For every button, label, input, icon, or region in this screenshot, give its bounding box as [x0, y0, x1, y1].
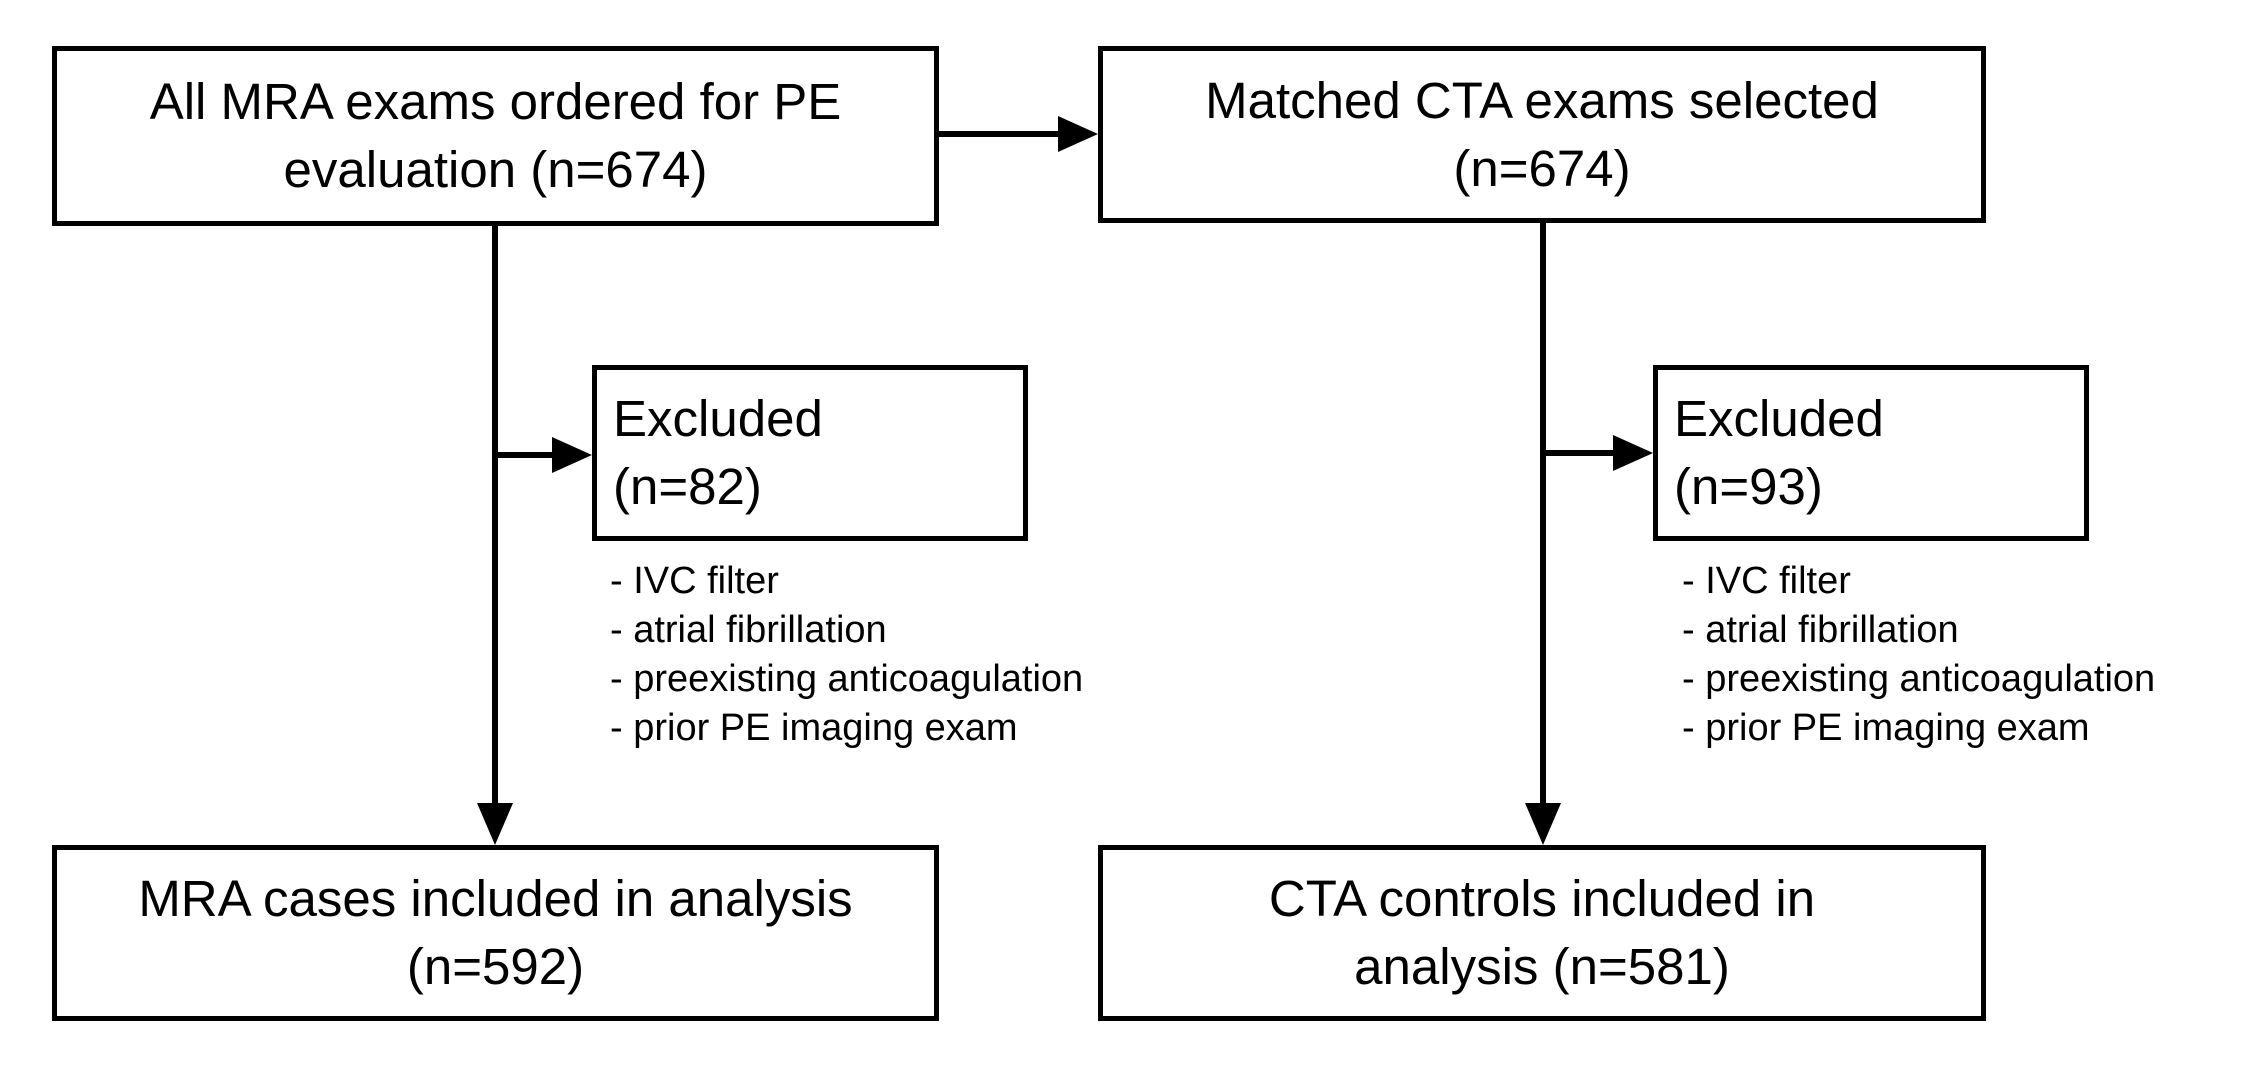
box-mra-included-line1: MRA cases included in analysis [138, 870, 853, 927]
box-cta-matched-line2: (n=674) [1453, 139, 1631, 197]
box-mra-included: MRA cases included in analysis (n=592) [52, 845, 939, 1021]
exclusion-reason-item: - prior PE imaging exam [610, 707, 1018, 749]
arrow-mra-excluded-shaft [492, 452, 554, 458]
arrow-cta-down-shaft [1540, 223, 1546, 805]
exclusion-reason-item: - preexisting anticoagulation [610, 658, 1084, 700]
box-cta-excluded: Excluded (n=93) [1653, 365, 2089, 541]
exclusion-reason-item: - preexisting anticoagulation [1682, 658, 2156, 700]
arrow-cta-excluded-shaft [1540, 450, 1615, 456]
arrow-mra-to-cta-arrowhead [1058, 116, 1098, 152]
box-cta-included-line1: CTA controls included in [1268, 870, 1816, 927]
arrow-mra-to-cta-shaft [939, 131, 1059, 137]
box-mra-included-line2: (n=592) [406, 938, 585, 995]
exclusion-reason-item: - atrial fibrillation [610, 609, 887, 651]
arrow-mra-excluded-arrowhead [552, 437, 592, 473]
box-cta-included-line2: analysis (n=581) [1354, 938, 1730, 995]
box-mra-excluded-line1: Excluded [613, 390, 823, 447]
box-mra-ordered-line2: evaluation (n=674) [283, 141, 708, 198]
box-cta-excluded-line1: Excluded [1674, 390, 1884, 447]
exclusion-reason-item: - prior PE imaging exam [1682, 707, 2090, 749]
box-mra-ordered: All MRA exams ordered for PE evaluation … [52, 46, 939, 226]
exclusion-reason-item: - atrial fibrillation [1682, 609, 1959, 651]
box-cta-included: CTA controls included in analysis (n=581… [1098, 845, 1986, 1021]
box-mra-ordered-line1: All MRA exams ordered for PE [149, 73, 842, 130]
exclusion-reasons-cta: - IVC filter - atrial fibrillation - pre… [1682, 557, 2155, 753]
box-mra-excluded: Excluded (n=82) [592, 365, 1028, 541]
arrow-cta-excluded-arrowhead [1613, 435, 1653, 471]
exclusion-reason-item: - IVC filter [1682, 560, 1851, 602]
box-cta-excluded-line2: (n=93) [1674, 458, 1823, 515]
exclusion-reasons-mra: - IVC filter - atrial fibrillation - pre… [610, 557, 1083, 753]
exclusion-reason-item: - IVC filter [610, 560, 779, 602]
arrow-mra-down-arrowhead [477, 803, 513, 845]
box-cta-matched: Matched CTA exams selected (n=674) [1098, 46, 1986, 223]
arrow-cta-down-arrowhead [1525, 803, 1561, 845]
box-mra-excluded-line2: (n=82) [613, 458, 762, 515]
arrow-mra-down-shaft [492, 226, 498, 805]
box-cta-matched-line1: Matched CTA exams selected [1205, 71, 1879, 129]
